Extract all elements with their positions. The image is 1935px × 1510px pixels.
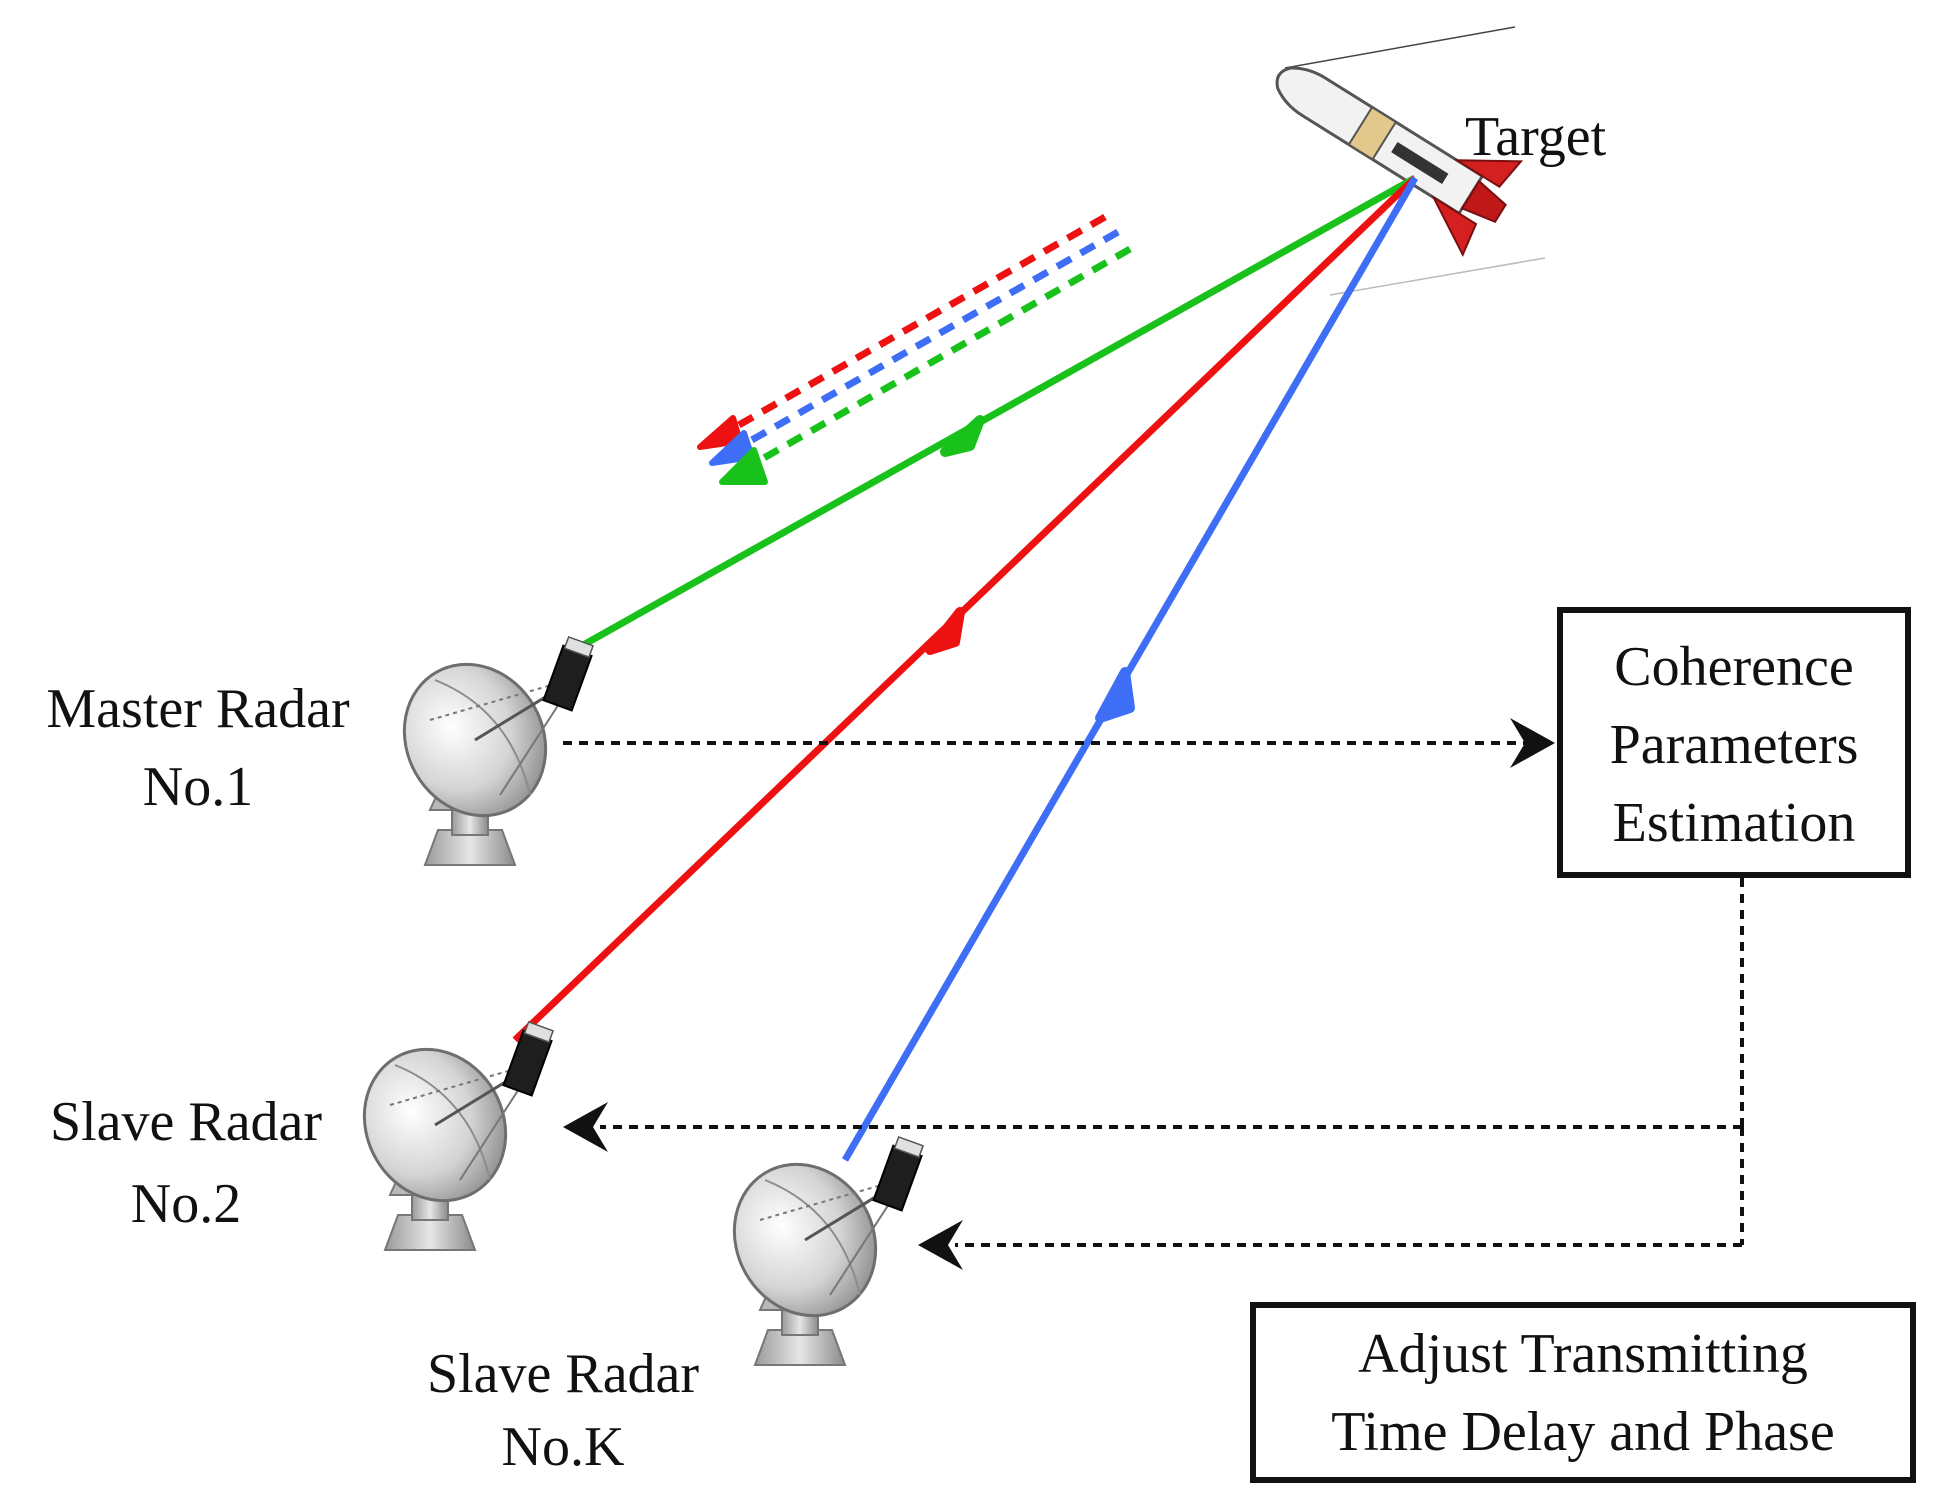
target-label: Target: [1465, 106, 1607, 168]
coherence-estimation-box: Coherence Parameters Estimation: [1557, 607, 1911, 878]
slavek-link-arrowhead: [1095, 667, 1135, 723]
slave2-radar-label-line2: No.2: [131, 1173, 241, 1235]
master-to-estimation-arrowhead: [1510, 718, 1555, 768]
feedback-to-slave2-arrowhead: [563, 1102, 608, 1152]
master-radar-label-line1: Master Radar: [46, 678, 350, 740]
echo-return-red-arrowhead: [697, 415, 743, 450]
adjust-transmitting-box: Adjust Transmitting Time Delay and Phase: [1250, 1302, 1916, 1483]
slavek-radar-label-line1: Slave Radar: [427, 1343, 699, 1405]
echo-return-green: [753, 245, 1132, 467]
slave2-link-arrowhead: [925, 607, 965, 655]
rocket-fin-bottom: [1431, 194, 1478, 258]
master-radar-label: Master Radar No.1: [46, 678, 350, 818]
radar-dish-icon: [335, 1019, 557, 1252]
master-link-arrowhead: [940, 415, 985, 457]
adjust-box-line2: Time Delay and Phase: [1331, 1401, 1834, 1463]
echo-return-blue-arrowhead: [709, 430, 755, 466]
rocket-fin-top: [1453, 159, 1524, 189]
slavek-link: [841, 176, 1419, 1162]
echo-return-blue: [741, 228, 1120, 449]
echo-return-green-arrowhead: [719, 447, 768, 485]
radar-dish-icon: [375, 634, 597, 867]
master-link: [558, 174, 1417, 662]
master-radar-label-line2: No.1: [143, 756, 253, 818]
coherence-box-line2: Parameters: [1610, 714, 1859, 776]
decor-line-lower: [1329, 257, 1546, 296]
feedback-to-slavek-arrowhead: [918, 1220, 963, 1270]
echo-return-red: [728, 213, 1107, 434]
decor-line-upper: [1284, 26, 1516, 69]
slavek-radar-label: Slave Radar No.K: [427, 1343, 699, 1478]
slavek-radar-label-line2: No.K: [502, 1416, 625, 1478]
coherence-box-line3: Estimation: [1613, 792, 1856, 854]
adjust-box-line1: Adjust Transmitting: [1358, 1323, 1808, 1385]
rocket-icon: [1275, 66, 1524, 258]
radar-dish-icon: [705, 1134, 927, 1367]
slave2-link: [512, 175, 1418, 1043]
slave2-radar-label: Slave Radar No.2: [50, 1091, 322, 1235]
slave2-radar-label-line1: Slave Radar: [50, 1091, 322, 1153]
coherence-box-line1: Coherence: [1614, 636, 1853, 698]
